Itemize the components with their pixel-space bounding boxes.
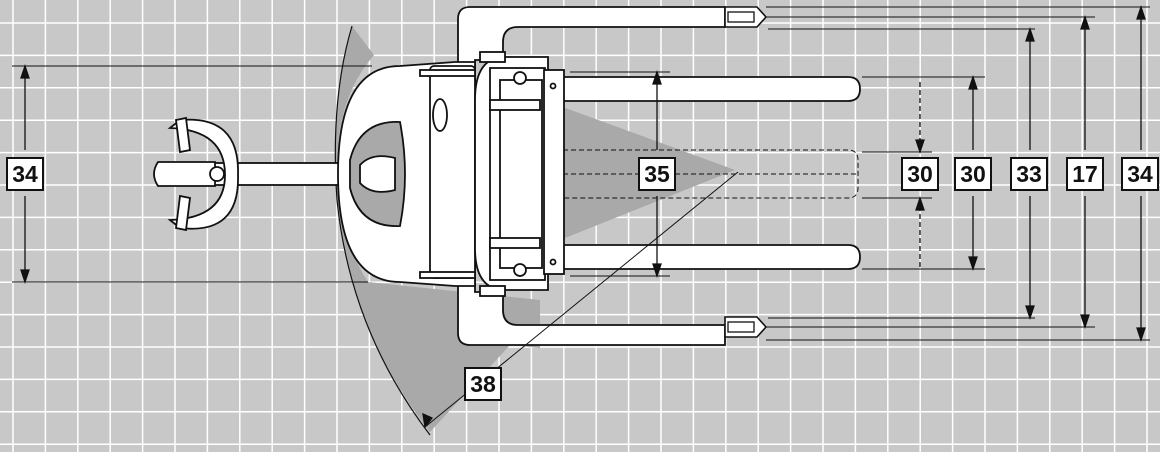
fork-upper [559, 76, 861, 102]
dimension-label-mast-width: 35 [638, 157, 676, 191]
straddle-frame [457, 6, 726, 346]
fork-outline-dashed [563, 149, 859, 199]
dimension-label-outrigger-inner: 33 [1010, 157, 1048, 191]
turning-arc [334, 25, 431, 436]
dimension-label-overall-width: 34 [1121, 157, 1159, 191]
truck-body [337, 61, 476, 287]
dimension-arrows [20, 4, 1146, 429]
dimension-label-turning-radius: 38 [464, 367, 502, 401]
fork-tip-bottom [724, 316, 768, 338]
dimension-label-outrigger-width: 17 [1066, 157, 1104, 191]
dimension-label-fork-inner: 30 [901, 157, 939, 191]
dimension-label-wheelbase: 34 [6, 157, 44, 191]
mast [474, 51, 565, 297]
fork-tip-top [724, 6, 768, 28]
fork-lower [559, 244, 861, 270]
dimension-label-fork-outer: 30 [954, 157, 992, 191]
tiller [153, 116, 381, 232]
